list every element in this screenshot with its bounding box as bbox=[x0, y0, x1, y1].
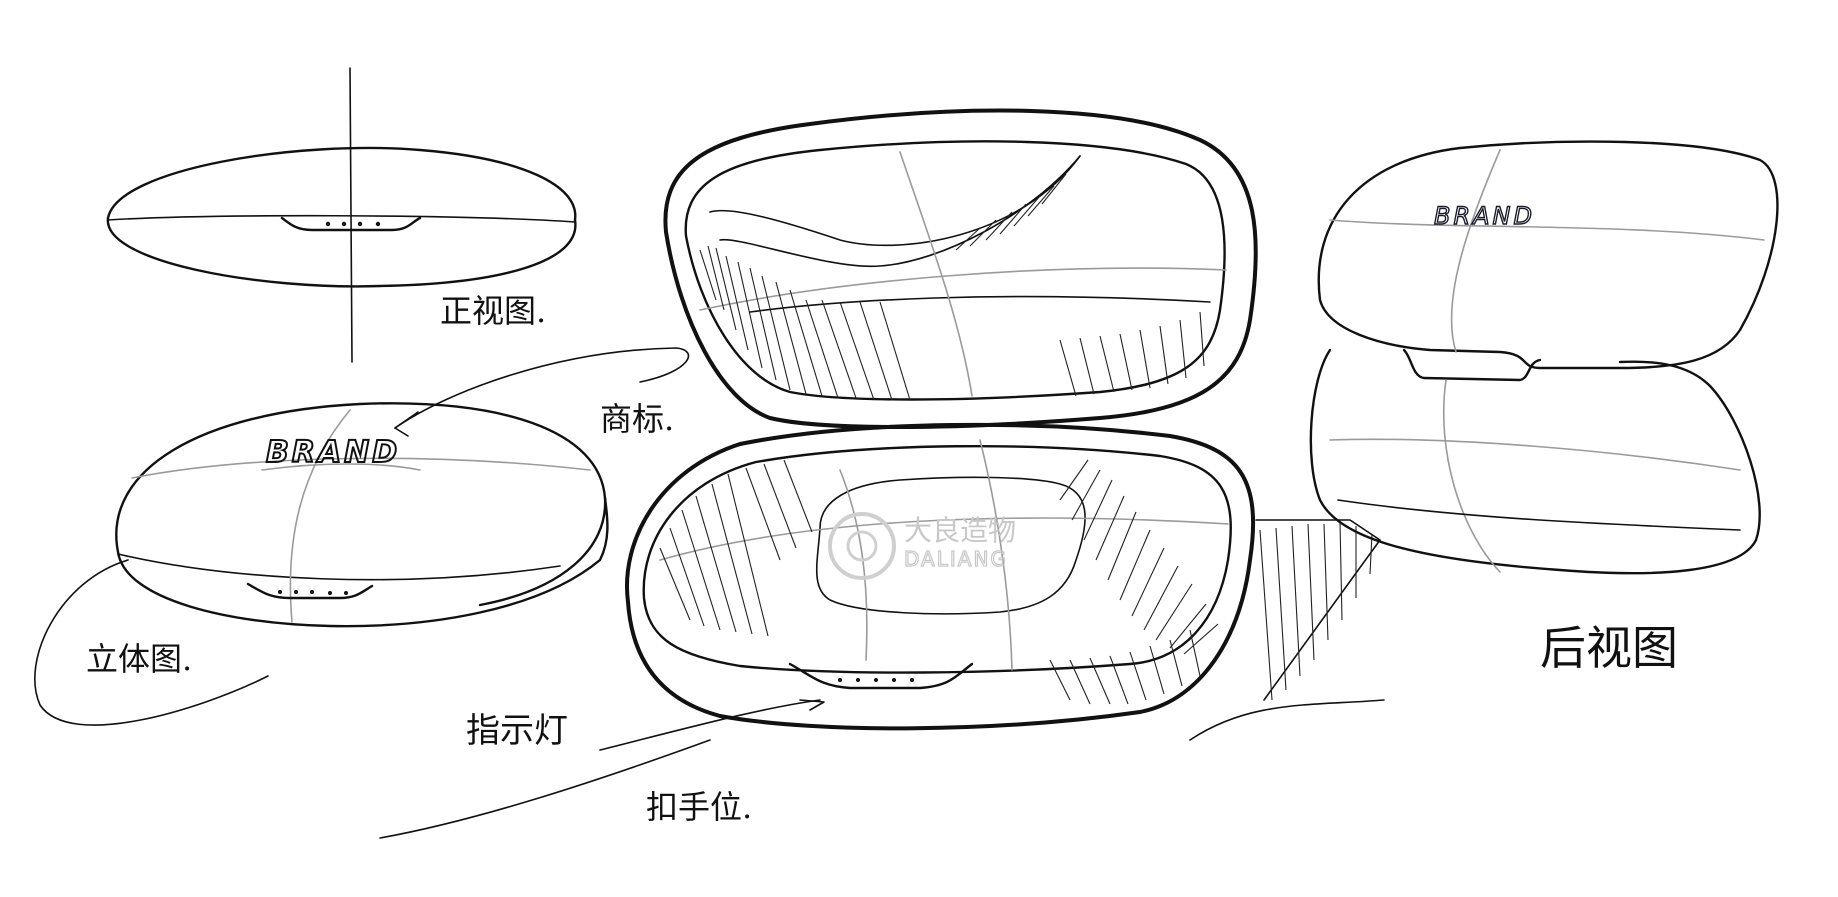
front-view-sketch: 正视图. bbox=[106, 67, 577, 363]
indicator-light-label: 指示灯 bbox=[466, 711, 568, 751]
rear-brand-label: BRAND bbox=[1434, 202, 1535, 230]
perspective-view-label: 立体图. bbox=[86, 640, 192, 678]
watermark-en: DALIANG bbox=[904, 547, 1008, 571]
rear-view-label: 后视图 bbox=[1540, 621, 1678, 675]
rear-view-sketch: BRAND 后视图 bbox=[1309, 140, 1779, 675]
perspective-view-sketch: BRAND 立体图. 商标. bbox=[34, 347, 690, 726]
perspective-brand-label: BRAND bbox=[266, 435, 400, 470]
lid-hatching bbox=[699, 173, 1205, 401]
logo-label: 商标. bbox=[600, 400, 674, 438]
watermark-cn: 大良造物 bbox=[904, 514, 1016, 547]
grip-position-label: 扣手位. bbox=[646, 788, 752, 826]
front-view-label: 正视图. bbox=[440, 292, 546, 330]
shadow-hatching bbox=[1259, 521, 1373, 701]
open-case-sketch: 指示灯 扣手位. 大良造物 DALIANG bbox=[379, 108, 1385, 839]
watermark: 大良造物 DALIANG bbox=[828, 512, 1016, 580]
base-hatching bbox=[659, 459, 1219, 705]
